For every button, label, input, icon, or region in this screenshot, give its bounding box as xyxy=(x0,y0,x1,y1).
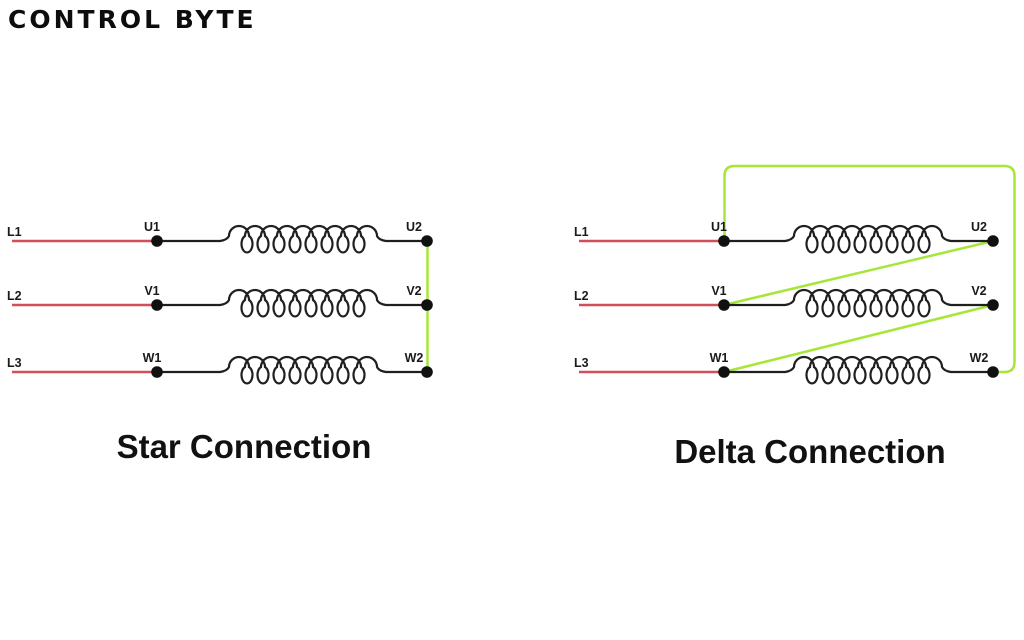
delta-terminal-label-u1: U1 xyxy=(711,220,727,234)
delta-node-w2 xyxy=(987,366,999,378)
delta-link-u1-w2 xyxy=(723,164,1016,374)
delta-supply-label-l3: L3 xyxy=(574,356,589,370)
delta-node-u1 xyxy=(718,235,730,247)
star-node-v2 xyxy=(421,299,433,311)
star-node-u1 xyxy=(151,235,163,247)
delta-supply-label-l1: L1 xyxy=(574,225,589,239)
delta-terminal-label-v2: V2 xyxy=(971,284,986,298)
delta-node-v1 xyxy=(718,299,730,311)
star-node-w1 xyxy=(151,366,163,378)
delta-coil-u xyxy=(724,224,993,254)
delta-node-w1 xyxy=(718,366,730,378)
delta-terminal-label-w1: W1 xyxy=(710,351,729,365)
delta-terminal-label-w2: W2 xyxy=(970,351,989,365)
star-title: Star Connection xyxy=(116,428,372,465)
delta-coil-v xyxy=(724,288,993,318)
star-coil-v xyxy=(157,288,427,318)
delta-title: Delta Connection xyxy=(674,433,946,470)
star-node-v1 xyxy=(151,299,163,311)
delta-link-u2-v1 xyxy=(722,239,995,307)
star-terminal-label-u1: U1 xyxy=(144,220,160,234)
delta-coil-w xyxy=(724,355,993,385)
delta-terminal-label-v1: V1 xyxy=(711,284,726,298)
star-coil-w xyxy=(157,355,427,385)
delta-supply-label-l2: L2 xyxy=(574,289,589,303)
delta-diagram: L1 L2 L3 U1 U2 V1 V2 W1 W2 xyxy=(574,164,1016,385)
star-node-w2 xyxy=(421,366,433,378)
delta-terminal-label-u2: U2 xyxy=(971,220,987,234)
star-terminal-label-v1: V1 xyxy=(144,284,159,298)
star-supply-label-l2: L2 xyxy=(7,289,22,303)
star-terminal-label-w1: W1 xyxy=(143,351,162,365)
delta-node-v2 xyxy=(987,299,999,311)
star-terminal-label-v2: V2 xyxy=(406,284,421,298)
star-supply-label-l3: L3 xyxy=(7,356,22,370)
delta-node-u2 xyxy=(987,235,999,247)
star-node-u2 xyxy=(421,235,433,247)
star-terminal-label-w2: W2 xyxy=(405,351,424,365)
star-terminal-label-u2: U2 xyxy=(406,220,422,234)
star-supply-label-l1: L1 xyxy=(7,225,22,239)
delta-link-v2-w1 xyxy=(722,303,995,374)
brand-logo: CONTROL BYTE xyxy=(8,5,257,34)
star-coil-u xyxy=(157,224,427,254)
star-diagram: L1 L2 L3 U1 U2 V1 V2 W1 W2 xyxy=(7,220,433,385)
